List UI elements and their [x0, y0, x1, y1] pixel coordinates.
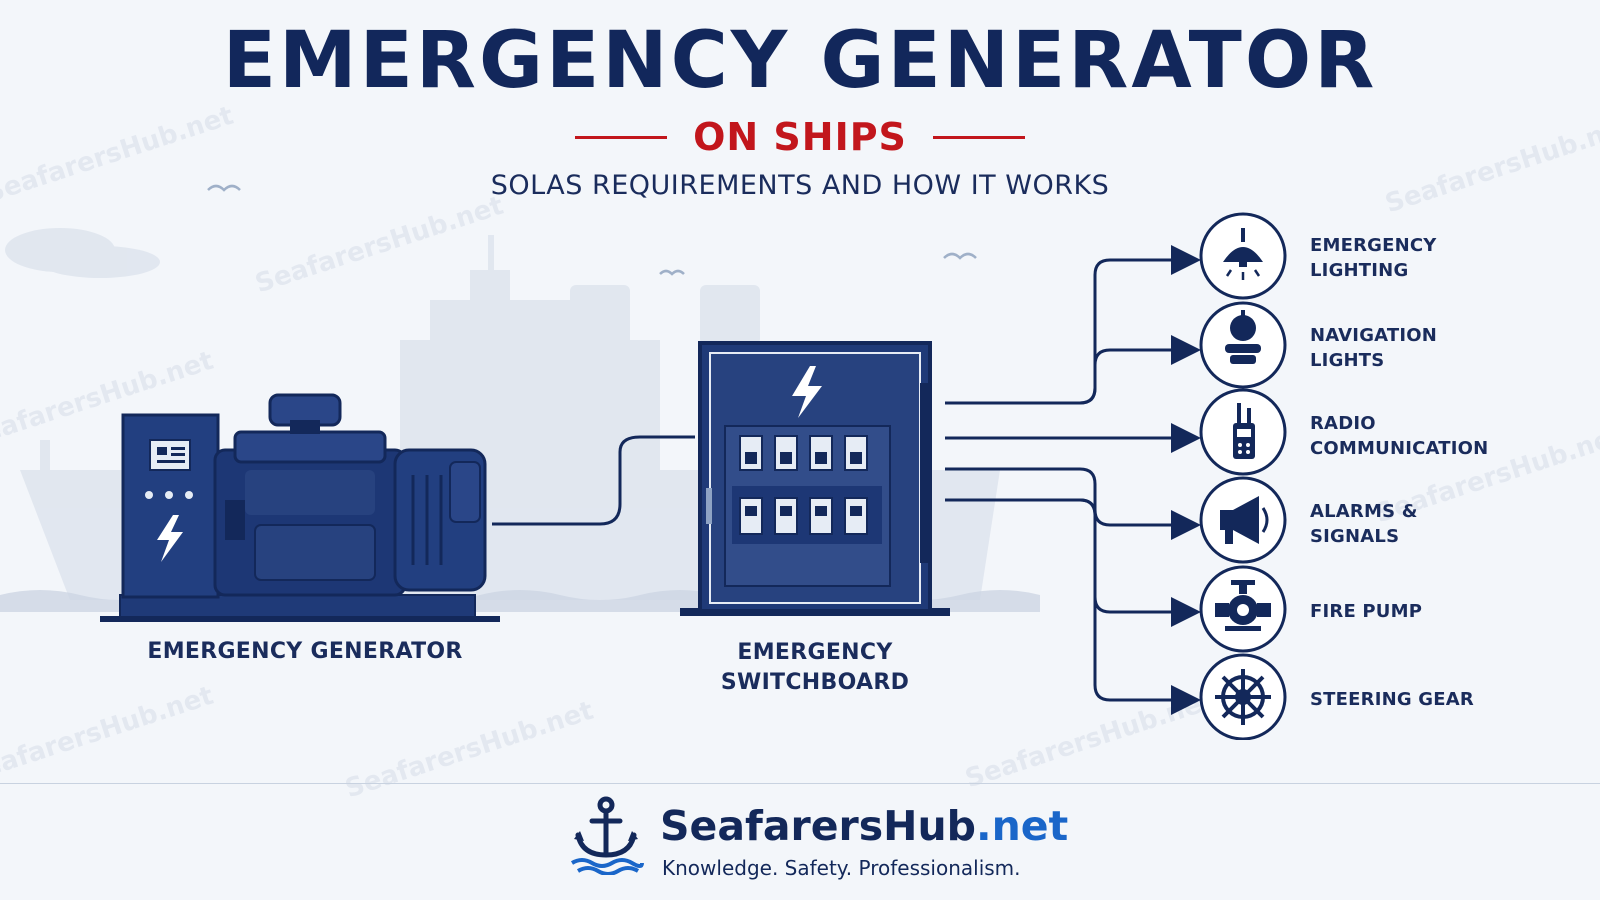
subtitle-row: ON SHIPS: [0, 118, 1600, 156]
footer-divider: [0, 783, 1600, 784]
load-label-emergency-lighting: EMERGENCY LIGHTING: [1310, 235, 1437, 281]
brand-name: SeafarersHub.net: [660, 806, 1068, 847]
emergency-switchboard-icon: [680, 341, 950, 616]
megaphone-icon: [1220, 496, 1269, 544]
fire-pump-icon: [1215, 580, 1271, 631]
brand-motto: Knowledge. Safety. Professionalism.: [662, 856, 1021, 880]
page-subtitle: ON SHIPS: [693, 115, 907, 159]
load-label-navigation-lights: NAVIGATION LIGHTS: [1310, 325, 1438, 371]
anchor-wave-icon: [570, 796, 644, 875]
load-label-fire-pump: FIRE PUMP: [1310, 601, 1423, 622]
subtitle-rule-right: [932, 135, 1025, 139]
switchboard-label-line1: EMERGENCY: [737, 640, 893, 665]
generator-label: EMERGENCY GENERATOR: [147, 639, 463, 664]
ship-wheel-icon: [1215, 669, 1271, 725]
brand-name-tld: .net: [976, 802, 1069, 850]
switchboard-label: EMERGENCY SWITCHBOARD: [680, 638, 950, 699]
load-label-radio-communication: RADIO COMMUNICATION: [1310, 413, 1489, 459]
page-title: EMERGENCY GENERATOR: [222, 16, 1378, 106]
brand-name-main: SeafarersHub: [660, 802, 977, 850]
load-icons: [1199, 212, 1287, 740]
subtitle-rule-left: [575, 135, 668, 139]
ceiling-lamp-icon: [1223, 228, 1263, 280]
switchboard-label-line2: SWITCHBOARD: [720, 670, 910, 696]
load-label-alarms-signals: ALARMS & SIGNALS: [1310, 501, 1418, 547]
radio-handset-icon: [1233, 403, 1255, 459]
emergency-generator-icon: [100, 393, 500, 622]
page-tagline: SOLAS REQUIREMENTS AND HOW IT WORKS: [490, 170, 1110, 201]
load-label-steering-gear: STEERING GEAR: [1310, 689, 1474, 710]
navigation-light-icon: [1225, 310, 1261, 364]
